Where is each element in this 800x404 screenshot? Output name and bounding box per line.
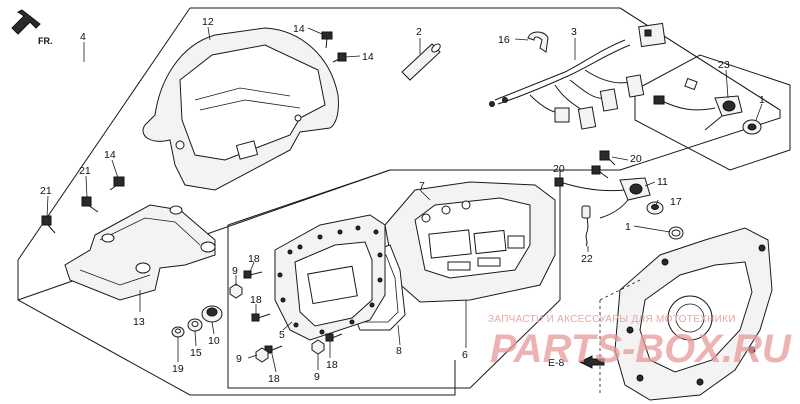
callout-7: 7 bbox=[419, 180, 425, 192]
callout-18-top: 18 bbox=[248, 253, 260, 265]
callout-11: 11 bbox=[657, 176, 668, 188]
leader-lines bbox=[46, 26, 763, 373]
sensor-23 bbox=[653, 77, 743, 131]
callout-21-top: 21 bbox=[79, 165, 91, 177]
watermark-logo: PARTS-BOX.RU bbox=[490, 327, 792, 371]
screw-18b bbox=[251, 313, 271, 322]
callout-13: 13 bbox=[133, 316, 145, 328]
callout-2: 2 bbox=[416, 26, 422, 38]
callout-9-top: 9 bbox=[232, 265, 238, 277]
callout-19: 19 bbox=[172, 363, 184, 375]
meter-body-5 bbox=[274, 214, 386, 341]
front-direction-label: FR. bbox=[38, 36, 53, 46]
screw-14c bbox=[109, 176, 125, 191]
callout-22: 22 bbox=[581, 253, 593, 265]
screw-14b bbox=[332, 52, 347, 63]
callout-15: 15 bbox=[190, 347, 202, 359]
callout-6: 6 bbox=[462, 349, 468, 361]
callout-14-left: 14 bbox=[104, 149, 116, 161]
bolt-20a bbox=[591, 165, 609, 179]
o-ring-1a bbox=[742, 119, 762, 135]
screw-18a bbox=[243, 270, 263, 279]
callout-12: 12 bbox=[202, 16, 214, 28]
front-direction-arrow-icon: FR. bbox=[11, 9, 53, 46]
collar-15 bbox=[187, 318, 203, 332]
sub-assembly-outline bbox=[227, 169, 561, 389]
callout-10: 10 bbox=[208, 335, 220, 347]
case-dashed-link-2 bbox=[599, 279, 641, 301]
tube-2 bbox=[401, 43, 441, 81]
watermark-caption: ЗАПЧАСТИ И АКСЕССУАРЫ ДЛЯ МОТОТЕХНИКИ bbox=[488, 314, 736, 325]
callout-9-bottom: 9 bbox=[236, 353, 242, 365]
o-ring-1b bbox=[668, 226, 684, 240]
rubber-grommet-10 bbox=[201, 305, 223, 323]
nut-9a bbox=[229, 283, 243, 299]
callout-4: 4 bbox=[80, 31, 86, 43]
callout-17: 17 bbox=[670, 196, 682, 208]
callout-3: 3 bbox=[571, 26, 577, 38]
meter-bracket-13 bbox=[64, 204, 216, 301]
screw-18d bbox=[325, 333, 343, 342]
seal-17 bbox=[646, 201, 664, 215]
screw-14a bbox=[321, 31, 333, 49]
nut-9c bbox=[311, 339, 325, 355]
spring-22 bbox=[581, 205, 591, 247]
clip-16 bbox=[527, 31, 549, 53]
washer-19 bbox=[171, 326, 185, 338]
bolt-20b bbox=[599, 150, 616, 166]
callout-20-left: 20 bbox=[553, 163, 565, 175]
wire-harness-3 bbox=[489, 22, 666, 130]
bolt-21b bbox=[41, 215, 56, 234]
callout-1-mid: 1 bbox=[625, 221, 631, 233]
callout-21-left: 21 bbox=[40, 185, 52, 197]
case-housing bbox=[614, 227, 773, 401]
callout-18-mid: 18 bbox=[250, 294, 262, 306]
callout-5: 5 bbox=[279, 329, 285, 341]
callout-20-right: 20 bbox=[630, 153, 642, 165]
callout-16: 16 bbox=[498, 34, 510, 46]
reference-arrow-icon bbox=[578, 355, 605, 369]
callout-18-bottom: 18 bbox=[268, 373, 280, 385]
nut-9b bbox=[255, 347, 269, 363]
meter-visor-12 bbox=[142, 27, 339, 191]
sensor-11 bbox=[554, 177, 651, 219]
callout-23: 23 bbox=[718, 59, 730, 71]
meter-cover-7 bbox=[384, 181, 556, 303]
callout-14-top: 14 bbox=[293, 23, 305, 35]
bolt-21a bbox=[81, 196, 99, 213]
callout-9-right: 9 bbox=[314, 371, 320, 383]
callout-1-top: 1 bbox=[759, 94, 765, 106]
assembly-outline-right bbox=[619, 7, 781, 111]
callout-14-mid: 14 bbox=[362, 51, 374, 63]
callout-18-right: 18 bbox=[326, 359, 338, 371]
callout-8: 8 bbox=[396, 345, 402, 357]
callout-numbers: 12 14 14 2 16 3 23 1 4 14 21 21 13 7 20 … bbox=[40, 16, 765, 385]
reference-label: E-8 bbox=[548, 357, 565, 369]
sensor-box-outline bbox=[634, 54, 791, 171]
